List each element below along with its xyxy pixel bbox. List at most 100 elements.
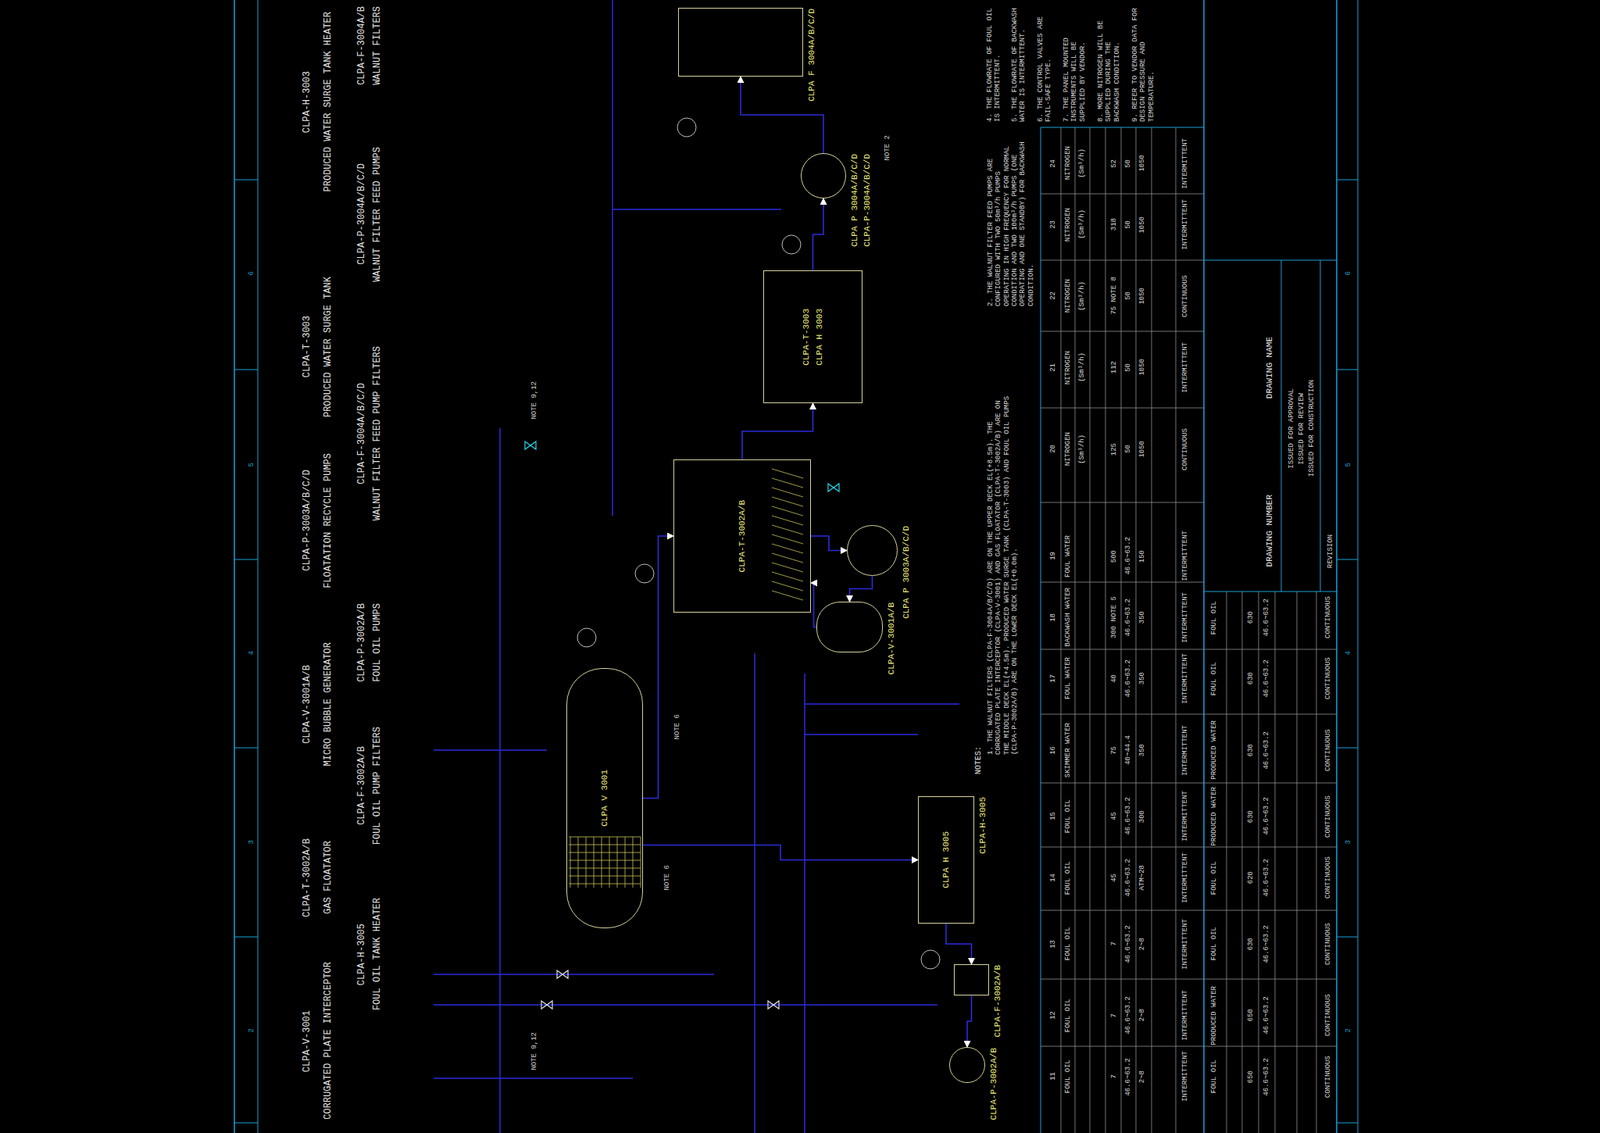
frame-tick [234,747,258,749]
coalescer-pack [568,836,641,838]
table-grid [1296,591,1298,1133]
table-cell: CONTINUOUS [1324,795,1333,838]
table-cell: SKIMMER WATER [1064,722,1072,778]
plate-pack [771,468,804,479]
title-block-text: DRAWING NUMBER [1264,494,1275,567]
table-grid [1316,591,1318,1133]
table-cell: (Sm³/h) [1078,281,1086,311]
table-cell: INTERMITTENT [1181,342,1190,393]
table-cell: 46.6~63.2 [1124,1057,1133,1097]
valve-symbol [541,1000,553,1009]
frame-tick [1336,747,1358,749]
table-cell: FOUL OIL [1064,799,1072,833]
plate-pack [771,534,804,544]
equipment-list-label: CLPA-T-3003 [302,315,314,378]
plate-pack [771,571,804,582]
table-cell: CONTINUOUS [1324,922,1333,965]
frame-tick [234,179,258,181]
note-callout: NOTE 6 [663,864,672,890]
margin-number: 6 [247,271,256,275]
table-cell: 1050 [1138,287,1147,305]
table-cell: 318 [1110,217,1118,231]
table-grid [1203,782,1337,784]
table-grid [1175,127,1177,1133]
plate-pack [771,581,804,591]
table-cell: 20 [1049,444,1058,454]
table-grid [1040,978,1204,980]
table-cell: 112 [1110,360,1118,374]
table-cell: INTERMITTENT [1181,653,1190,704]
table-cell: NITROGEN [1064,146,1072,180]
note-text: 7. THE PANEL MOUNTED INSTRUMENTS WILL BE… [1062,4,1087,122]
table-cell: 650 [1246,1008,1255,1022]
equipment-tag: CLPA P 3003A/B/C/D [901,525,912,619]
table-cell: 19 [1049,551,1058,561]
equipment-list-label: MICRO BUBBLE GENERATOR [323,642,335,766]
table-cell: 50 [1124,444,1133,454]
pipe-connector [642,535,674,799]
note-text: 1. THE WALNUT FILTERS (CLPA-F-3004A/B/C/… [986,387,1019,755]
table-cell: INTERMITTENT [1181,138,1190,190]
table-grid [1105,127,1107,1133]
table-cell: 50 [1124,159,1133,168]
table-border [1040,127,1042,1133]
filter-unit: CLPA-F-3002A/B [953,964,990,996]
table-cell: INTERMITTENT [1181,592,1190,643]
margin-number: 5 [1344,462,1353,467]
table-cell: PRODUCED WATER [1210,720,1218,780]
plate-pack [771,562,804,572]
table-cell: FOUL WATER [1064,657,1072,700]
table-cell: FOUL OIL [1210,926,1218,961]
table-grid [1275,591,1276,1133]
equipment-list-label: CLPA-H-3005 [357,923,368,986]
plate-pack [771,506,804,516]
surge-tank: CLPA-T-3003CLPA H 3003 [763,270,863,404]
pipe-connector [810,582,817,628]
pipe-line [433,749,547,751]
table-grid [1040,714,1204,715]
equipment-list-label: CLPA-F-3004A/B [357,6,368,86]
title-block-text: REVISION [1326,534,1335,568]
table-cell: 46.6~63.2 [1262,996,1271,1035]
pipe-line [804,703,960,705]
frame-line [1335,0,1338,1133]
coalescer-pack [568,844,641,846]
notes-heading: NOTES: [974,746,984,775]
table-cell: (Sm³/h) [1078,434,1086,465]
table-cell: INTERMITTENT [1181,1050,1190,1102]
equipment-tag: CLPA-V-3001A/B [886,602,897,675]
equipment-list-label: CLPA-P-3004A/B/C/D [357,163,368,265]
pipe-connector [810,535,847,551]
table-cell: INTERMITTENT [1181,725,1190,776]
table-cell: 350 [1138,610,1147,624]
table-cell: 14 [1049,873,1058,883]
table-cell: 46.6~63.2 [1262,1057,1271,1097]
table-cell: 2~8 [1138,1008,1147,1022]
equipment-list-label: PRODUCED WATER SURGE TANK HEATER [323,11,335,192]
equipment-tag: CLPA-F-3002A/B [992,964,1004,1037]
table-border [1040,127,1204,129]
table-cell: 17 [1049,674,1058,683]
tag-group: CLPA-T-3003CLPA H 3003 [801,308,825,366]
equipment-tag: CLPA-P-3004A/B/C/D [862,153,873,247]
equipment-list-label: CLPA-F-3004A/B/C/D [357,382,368,485]
table-cell: 46.6~63.2 [1262,925,1271,964]
note-text: 2. THE WALNUT FILTER FEED PUMPS ARE CONF… [986,132,1036,307]
table-cell: 46.6~63.2 [1262,731,1271,770]
table-cell: 300 [1138,810,1147,823]
table-cell: 1050 [1138,358,1147,376]
table-cell: 46.6~63.2 [1124,925,1133,964]
table-cell: 11 [1049,1071,1058,1081]
table-cell: FOUL OIL [1064,860,1072,895]
table-grid [1121,127,1122,1133]
table-cell: 45 [1110,873,1118,883]
table-cell: 40 [1110,674,1118,683]
plate-pack [771,478,804,488]
table-cell: CONTINUOUS [1324,993,1333,1036]
table-grid [1040,782,1204,784]
instrument-bubble [677,117,697,137]
plate-pack [771,590,804,600]
margin-number: 6 [1344,271,1353,275]
table-cell: FOUL WATER [1064,535,1072,578]
